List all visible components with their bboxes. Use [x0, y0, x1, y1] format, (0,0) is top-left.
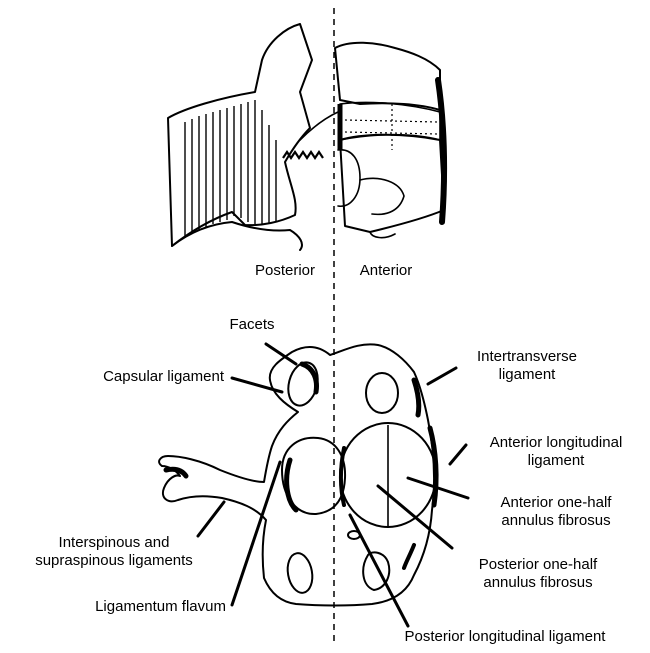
interspinous-hatching — [185, 100, 276, 238]
label-interspinous-1: Interspinous and — [14, 534, 214, 552]
label-anterior-half-2: annulus fibrosus — [466, 512, 646, 530]
label-posterior-longitudinal: Posterior longitudinal ligament — [370, 628, 640, 646]
label-posterior-half-2: annulus fibrosus — [448, 574, 628, 592]
posterior-longitudinal-mark — [341, 448, 344, 505]
leader-lines — [198, 344, 468, 626]
anterior-label: Anterior — [356, 262, 416, 280]
leader-flavum — [232, 462, 280, 605]
leader-posterior-half — [378, 486, 452, 548]
lateral-view-drawing — [168, 24, 444, 250]
label-anterior-longitudinal-2: ligament — [466, 452, 646, 470]
right-facet-oval — [366, 373, 398, 413]
lower-left-foramen — [285, 551, 316, 595]
posterior-label: Posterior — [254, 262, 316, 280]
intertransverse-mark — [414, 380, 419, 415]
label-ligamentum-flavum: Ligamentum flavum — [30, 598, 226, 616]
label-anterior-half-1: Anterior one-half — [466, 494, 646, 512]
label-facets: Facets — [216, 316, 288, 334]
label-posterior-half-1: Posterior one-half — [448, 556, 628, 574]
lower-process-outline — [360, 178, 404, 214]
lower-right-mark — [404, 545, 414, 568]
anterior-ligament-band — [438, 80, 444, 222]
label-intertransverse-1: Intertransverse — [452, 348, 602, 366]
label-capsular-ligament: Capsular ligament — [40, 368, 224, 386]
label-intertransverse-2: ligament — [452, 366, 602, 384]
leader-interspinous — [198, 502, 224, 536]
posterior-elements-outline — [168, 24, 312, 246]
leader-anterior-longitudinal — [450, 445, 466, 464]
label-anterior-longitudinal-1: Anterior longitudinal — [466, 434, 646, 452]
flavum-mark-left — [287, 460, 296, 510]
vertebral-body-upper — [335, 43, 440, 110]
disc-dotted-lines — [345, 104, 438, 150]
lower-edge — [370, 232, 395, 238]
label-interspinous-2: supraspinous ligaments — [14, 552, 214, 570]
leader-capsular — [232, 378, 282, 392]
leader-posterior-longitudinal — [350, 515, 408, 626]
